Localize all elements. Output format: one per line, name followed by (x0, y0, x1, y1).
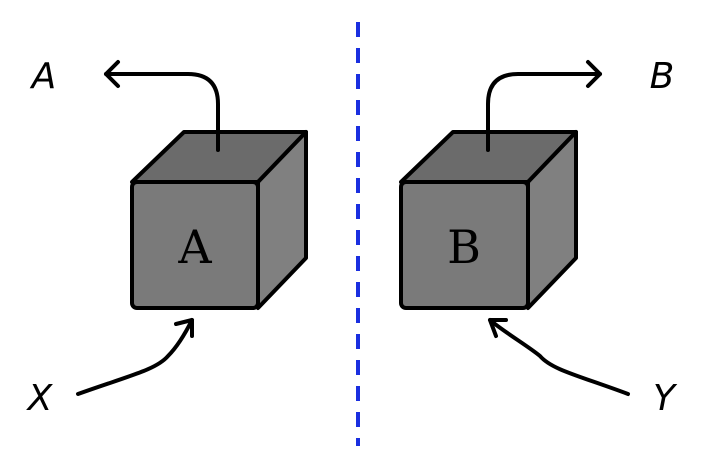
right-box-front-face (399, 180, 530, 310)
right-input-arrow (488, 318, 630, 396)
right-output-arrow (486, 60, 602, 152)
left-output-arrow (104, 60, 220, 152)
right-input-label: Y (653, 378, 678, 419)
right-box-label: B (447, 220, 481, 274)
left-box-label: A (177, 220, 212, 274)
left-box: A (130, 130, 308, 310)
left-input-arrow (76, 318, 194, 396)
left-box-front-face (130, 180, 260, 310)
left-output-label: A (30, 56, 57, 97)
left-input-label: X (26, 378, 54, 419)
right-output-label: B (650, 56, 675, 97)
right-box: B (399, 130, 578, 310)
